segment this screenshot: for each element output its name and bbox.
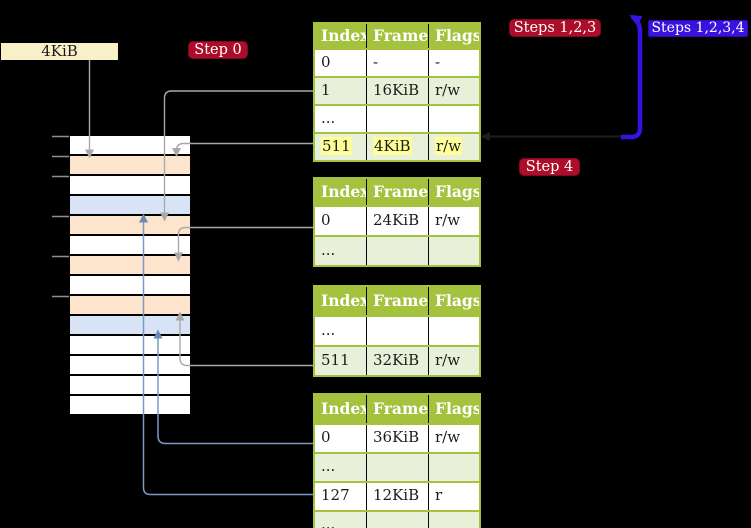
cell: 0	[315, 207, 367, 235]
memory-row-12	[70, 356, 190, 376]
arrow-24kib	[174, 226, 313, 262]
arrow-steps-head	[480, 132, 490, 141]
cell: 0	[315, 425, 367, 452]
memory-row-3	[70, 176, 190, 196]
memory-row-4	[70, 196, 190, 216]
cell: ...	[315, 237, 367, 265]
memory-row-1	[70, 136, 190, 156]
cell: 1	[315, 78, 367, 104]
step0-badge: Step 0	[188, 41, 248, 59]
cell	[429, 512, 479, 528]
column-header-frame: Frame	[367, 287, 429, 315]
page-table-1-row-3: ...	[315, 104, 479, 132]
cell: 36KiB	[367, 425, 429, 452]
highlighted-value: 511	[321, 137, 352, 155]
cell	[429, 454, 479, 481]
page-table-1-row-1: 0--	[315, 48, 479, 76]
cell	[429, 317, 479, 345]
cell: r/w	[429, 134, 479, 160]
cell	[429, 106, 479, 132]
cell: r/w	[435, 211, 461, 229]
cell	[429, 237, 479, 265]
cell: r/w	[435, 428, 461, 446]
highlighted-value: 4KiB	[373, 137, 412, 155]
cell: -	[435, 53, 441, 71]
memory-row-14	[70, 396, 190, 416]
step4-badge: Step 4	[519, 158, 580, 176]
cell: 4KiB	[367, 134, 429, 160]
column-header-frame: Frame	[367, 395, 429, 423]
column-header-frame: Frame	[367, 24, 429, 48]
column-header-flags: Flags	[435, 291, 479, 310]
column-header-index: Index	[315, 179, 367, 205]
cell: 16KiB	[367, 78, 429, 104]
highlighted-value: r/w	[435, 137, 463, 155]
cell	[367, 106, 429, 132]
column-header-flags: Flags	[435, 26, 479, 45]
memory-row-7	[70, 256, 190, 276]
cell: 0	[315, 50, 367, 76]
column-header-index: Index	[315, 24, 367, 48]
page-table-4-row-2: ...	[315, 452, 479, 481]
column-header-flags: Flags	[435, 182, 479, 201]
cell: 511	[315, 347, 367, 375]
cell: ...	[315, 106, 367, 132]
arrow-32kib	[175, 311, 313, 367]
page-size-label: 4KiB	[1, 43, 118, 60]
memory-row-10	[70, 316, 190, 336]
column-header-index: Index	[315, 395, 367, 423]
cell: 32KiB	[367, 347, 429, 375]
cell	[367, 317, 429, 345]
cell: r/w	[435, 351, 461, 369]
strip-ticks	[52, 135, 69, 298]
cell: 127	[315, 483, 367, 510]
cell	[367, 512, 429, 528]
cell: 511	[315, 134, 367, 160]
cell: r	[435, 486, 443, 504]
column-header-flags: Flags	[435, 399, 479, 418]
steps1234-badge: Steps 1,2,3,4	[648, 20, 748, 37]
cell: r/w	[435, 81, 461, 99]
physical-memory-strip	[70, 134, 190, 416]
page-table-1-row-4: 511 4KiB r/w	[315, 132, 479, 160]
memory-row-2	[70, 156, 190, 176]
memory-row-13	[70, 376, 190, 396]
cell: ...	[315, 317, 367, 345]
page-table-3-row-1: ...	[315, 315, 479, 345]
cell: 24KiB	[367, 207, 429, 235]
arrow-steps	[621, 14, 643, 140]
cell: -	[367, 50, 429, 76]
memory-row-9	[70, 296, 190, 316]
column-header-frame: Frame	[367, 179, 429, 205]
memory-row-11	[70, 336, 190, 356]
cell: ...	[315, 512, 367, 528]
cell: ...	[315, 454, 367, 481]
memory-row-5	[70, 216, 190, 236]
steps123-badge: Steps 1,2,3	[509, 19, 601, 37]
memory-row-6	[70, 236, 190, 256]
memory-row-8	[70, 276, 190, 296]
cell: 12KiB	[367, 483, 429, 510]
page-table-4-row-4: ...	[315, 510, 479, 528]
cell	[367, 237, 429, 265]
page-table-2-row-2: ...	[315, 235, 479, 265]
cell	[367, 454, 429, 481]
arrow-4kib-entry	[172, 142, 313, 157]
column-header-index: Index	[315, 287, 367, 315]
